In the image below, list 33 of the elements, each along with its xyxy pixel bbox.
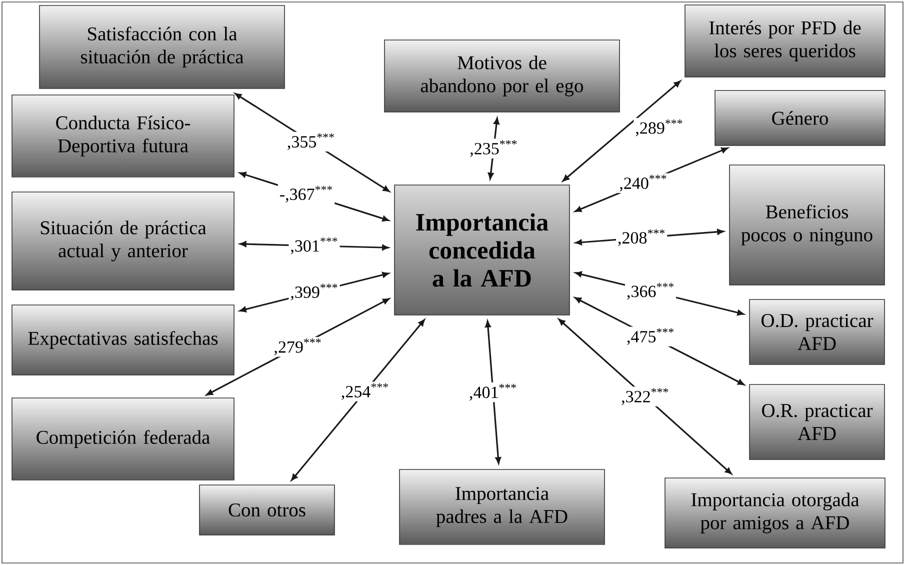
edge-label: ,301$^{***}$ [290,237,338,254]
edge-label: ,279$^{***}$ [274,338,321,356]
central-box: Importancia concedida a la AFD [394,184,570,316]
arrow [558,318,732,474]
edge-label: ,208$^{***}$ [618,229,665,246]
edge-label: ,475$^{***}$ [627,328,674,345]
edge-label: -,367$^{***}$ [280,186,332,202]
variable-box: Beneficios pocos o ninguno [729,164,885,286]
edge-label: ,322$^{***}$ [622,388,668,405]
variable-box: Motivos de abandono por el ego [384,40,620,112]
arrow [485,320,502,464]
variable-box: Situación de práctica actual y anterior [12,192,234,290]
edge-label: ,401$^{***}$ [470,384,516,401]
edge-label: ,366$^{***}$ [627,282,674,300]
variable-box: O.R. practicar AFD [749,384,885,460]
variable-box: Importancia otorgada por amigos a AFD [664,478,886,548]
arrow [562,80,681,182]
edge-label: ,235$^{***}$ [470,140,517,157]
edge-label: ,289$^{***}$ [636,120,682,136]
variable-box: Satisfacción con la situación de práctica [39,5,285,89]
edge-label: ,240$^{***}$ [620,174,666,192]
edge-label: ,355$^{***}$ [288,133,334,150]
variable-box: Expectativas satisfechas [12,304,234,376]
variable-box: Género [714,90,886,146]
edge-label: ,254$^{***}$ [342,383,388,400]
edge-label: ,399$^{***}$ [290,284,338,300]
variable-box: Interés por PFD de los seres queridos [684,4,886,78]
variable-box: Con otros [199,484,335,536]
variable-box: Importancia padres a la AFD [399,469,605,545]
variable-box: Conducta Físico-Deportiva futura [12,94,234,178]
arrow [291,319,425,481]
variable-box: Competición federada [12,398,234,480]
variable-box: O.D. practicar AFD [749,299,885,365]
